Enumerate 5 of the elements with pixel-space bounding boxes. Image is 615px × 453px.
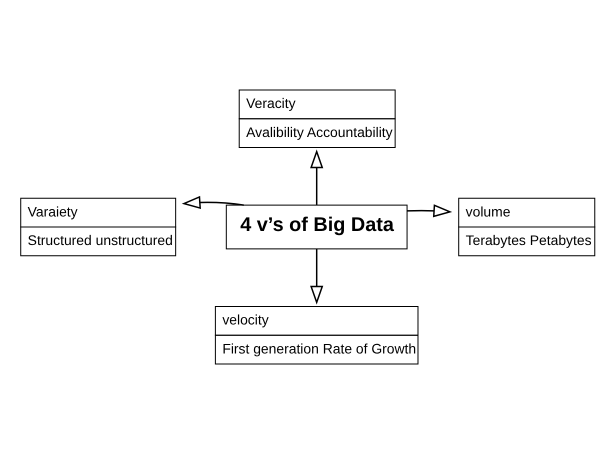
- arrow: [310, 148, 324, 204]
- arrow: [310, 248, 324, 304]
- node-box: 4 v’s of Big Data: [226, 204, 408, 249]
- arrow: [182, 195, 244, 209]
- arrow: [407, 204, 452, 217]
